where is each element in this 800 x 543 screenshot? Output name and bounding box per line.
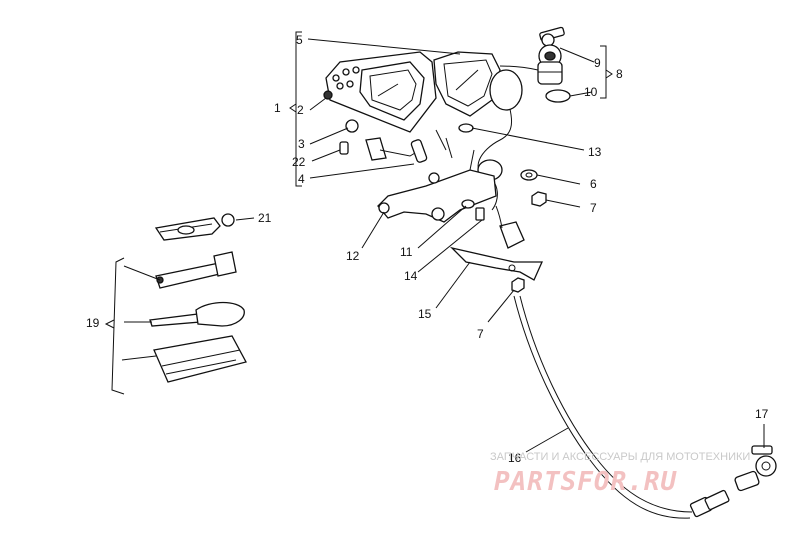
callout-19: 19 — [86, 316, 100, 330]
screwdriver — [149, 301, 245, 327]
washer-11 — [461, 199, 485, 221]
callout-5: 5 — [296, 33, 303, 47]
callout-7-upper: 7 — [590, 201, 597, 215]
callout-17: 17 — [755, 407, 769, 421]
callout-22: 22 — [292, 155, 306, 169]
support-plate-15 — [449, 246, 544, 281]
nut-7-lower — [511, 277, 525, 293]
speedometer-cable — [513, 295, 730, 519]
washer-6 — [520, 169, 538, 181]
callout-7-lower: 7 — [477, 327, 484, 341]
callout-13: 13 — [588, 145, 602, 159]
callout-21: 21 — [258, 211, 272, 225]
washer-13 — [458, 123, 474, 133]
callout-labels: 5 2 1 3 22 4 9 8 10 13 6 7 21 11 12 14 1… — [86, 33, 769, 465]
mounting-bracket — [377, 149, 497, 223]
nut-7-upper — [531, 191, 547, 207]
watermark-logo: PARTSFOR.RU — [494, 467, 678, 497]
bracket-group-8 — [600, 45, 613, 99]
callout-4: 4 — [298, 172, 305, 186]
callout-12: 12 — [346, 249, 360, 263]
watermark-tagline: ЗАПЧАСТИ И АКСЕССУАРЫ ДЛЯ МОТОТЕХНИКИ — [490, 451, 750, 463]
watermark: ЗАПЧАСТИ И АКСЕССУАРЫ ДЛЯ МОТОТЕХНИКИ PA… — [490, 451, 750, 497]
ignition-switch — [499, 26, 571, 103]
callout-11: 11 — [400, 245, 413, 259]
callout-15: 15 — [418, 307, 432, 321]
bracket-group-19 — [104, 257, 125, 395]
callout-8: 8 — [616, 67, 623, 81]
callout-1: 1 — [274, 101, 281, 115]
leader-lines — [121, 38, 765, 453]
cable-connector — [495, 205, 525, 249]
callout-6: 6 — [590, 177, 597, 191]
bracket-group-1 — [289, 31, 302, 187]
tool-holder-21 — [154, 213, 235, 241]
callout-10: 10 — [584, 85, 598, 99]
callout-3: 3 — [298, 137, 305, 151]
tool-pouch — [153, 335, 247, 383]
box-spanner — [155, 251, 237, 289]
bulb-and-socket — [339, 119, 453, 163]
callout-9: 9 — [594, 56, 601, 70]
callout-2: 2 — [297, 103, 304, 117]
callout-14: 14 — [404, 269, 418, 283]
callout-16: 16 — [508, 451, 522, 465]
drive-gear-17 — [734, 445, 777, 492]
instrument-cluster — [323, 51, 501, 133]
